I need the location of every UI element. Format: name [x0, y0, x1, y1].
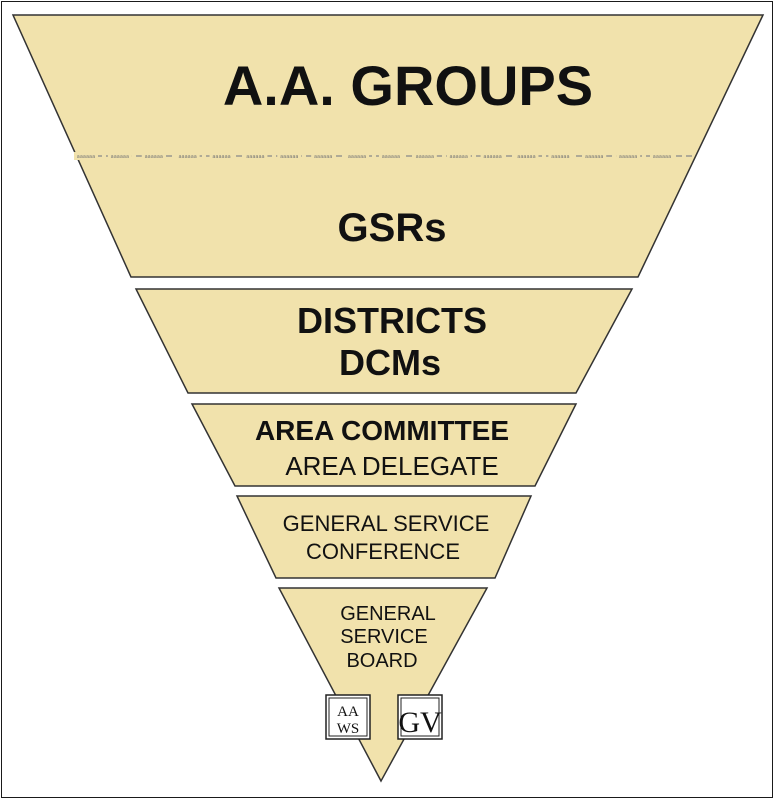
divider-word: aaaaaa	[178, 154, 196, 160]
aaws-logo: AA WS	[325, 694, 371, 740]
divider-word: aaaaaa	[212, 154, 230, 160]
divider-word: aaaaaa	[585, 154, 603, 160]
divider-word: aaaaaa	[619, 154, 637, 160]
tier-divider-words: aaaaaa aaaaaa aaaaaa aaaaaa aaaaaa aaaaaa aaaa…	[74, 152, 674, 160]
divider-word-bg	[446, 152, 471, 160]
divider-word: aaaaaa	[653, 154, 671, 160]
tier-aa-groups-gsrs	[11, 14, 765, 278]
divider-word-bg	[412, 152, 437, 160]
divider-word-bg	[514, 152, 539, 160]
gv-logo: GV	[397, 694, 443, 740]
conference-label: CONFERENCE	[306, 539, 460, 564]
tier-area-committee-delegate	[190, 403, 578, 487]
divider-word: aaaaaa	[416, 154, 434, 160]
divider-word-bg	[345, 152, 370, 160]
divider-word-bg	[243, 152, 268, 160]
board-service-label: SERVICE	[340, 626, 427, 648]
tier-districts-dcms	[134, 288, 634, 394]
area-delegate-label: AREA DELEGATE	[285, 451, 498, 481]
divider-word-bg	[616, 152, 641, 160]
aa-groups-label: A.A. GROUPS	[223, 54, 593, 117]
divider-word: aaaaaa	[111, 154, 129, 160]
tier-general-service-conference	[235, 495, 533, 579]
divider-word-bg	[650, 152, 674, 160]
divider-word: aaaaaa	[348, 154, 366, 160]
divider-word-bg	[582, 152, 607, 160]
divider-word-bg	[74, 152, 98, 160]
tier-general-service-board	[277, 587, 489, 783]
divider-word-bg	[548, 152, 573, 160]
gsrs-label: GSRs	[338, 206, 447, 250]
area-committee-label: AREA COMMITTEE	[255, 415, 509, 446]
divider-word-bg	[107, 152, 132, 160]
divider-word: aaaaaa	[450, 154, 468, 160]
divider-word: aaaaaa	[77, 154, 95, 160]
divider-word: aaaaaa	[551, 154, 569, 160]
divider-word: aaaaaa	[382, 154, 400, 160]
general-service-label: GENERAL SERVICE	[283, 511, 490, 536]
divider-word-bg	[311, 152, 336, 160]
districts-label: DISTRICTS	[297, 300, 487, 341]
aaws-logo-top: AA	[337, 704, 359, 720]
aaws-logo-bottom: WS	[337, 721, 360, 737]
divider-word: aaaaaa	[483, 154, 501, 160]
divider-word-bg	[175, 152, 200, 160]
divider-word: aaaaaa	[517, 154, 535, 160]
divider-word: aaaaaa	[314, 154, 332, 160]
divider-word-bg	[480, 152, 505, 160]
divider-word-bg	[209, 152, 234, 160]
board-general-label: GENERAL	[340, 603, 436, 625]
board-label: BOARD	[346, 650, 417, 672]
dcms-label: DCMs	[339, 342, 441, 383]
divider-word: aaaaaa	[145, 154, 163, 160]
divider-word-bg	[378, 152, 403, 160]
divider-word: aaaaaa	[246, 154, 264, 160]
gv-logo-letters: GV	[398, 706, 442, 739]
divider-word-bg	[141, 152, 166, 160]
divider-word: aaaaaa	[280, 154, 298, 160]
divider-word-bg	[277, 152, 302, 160]
